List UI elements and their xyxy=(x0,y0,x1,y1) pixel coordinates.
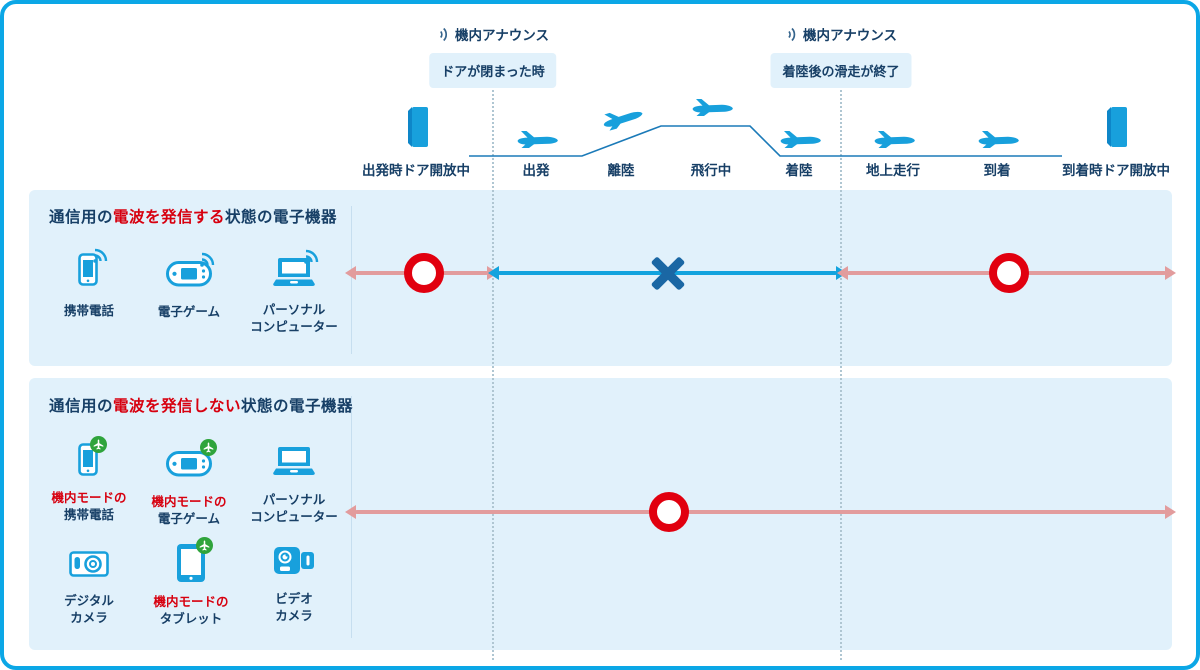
wifi-waves-icon xyxy=(92,246,110,264)
announcement-note: 着陸後の滑走が終了 xyxy=(770,53,912,88)
door-open-icon xyxy=(402,104,432,150)
announcement-title: 機内アナウンス xyxy=(455,28,549,43)
airplane-mode-badge-icon xyxy=(196,537,213,554)
game-airplane-mode-icon xyxy=(166,439,217,477)
tablet-airplane-mode-icon xyxy=(176,537,213,583)
plane-icon xyxy=(513,128,559,150)
device-personal-computer: パーソナル コンピューター xyxy=(234,445,354,526)
video-camera-icon xyxy=(273,546,315,576)
panel-transmitting-devices xyxy=(29,190,1172,366)
announcement-taxi-finished: 機内アナウンス 着陸後の滑走が終了 xyxy=(770,24,912,88)
section-title-transmitting: 通信用の電波を発信する状態の電子機器 xyxy=(49,209,338,226)
wifi-waves-icon xyxy=(303,247,321,265)
digital-camera-icon xyxy=(69,548,109,578)
laptop-icon xyxy=(273,445,315,476)
laptop-wifi-icon xyxy=(273,249,319,287)
allowed-circle-mark xyxy=(404,253,444,293)
smartphone-wifi-icon xyxy=(78,248,108,288)
plane-icon xyxy=(776,128,822,150)
arrow-entire-flight xyxy=(345,505,1176,519)
panel-non-transmitting-devices xyxy=(29,378,1172,650)
device-electronic-game: 電子ゲーム xyxy=(129,252,249,321)
speaker-icon xyxy=(437,26,450,43)
announcement-door-closed: 機内アナウンス ドアが閉まった時 xyxy=(429,24,557,88)
device-airplane-mode-phone: 機内モードの 携帯電話 xyxy=(29,436,149,524)
plane-cruise-icon xyxy=(688,96,734,118)
wifi-waves-icon xyxy=(199,250,217,268)
device-airplane-mode-tablet: 機内モードの タブレット xyxy=(131,537,251,628)
airplane-mode-badge-icon xyxy=(90,436,107,453)
phase-label-departure: 出発 xyxy=(522,163,550,178)
plane-icon xyxy=(974,128,1020,150)
allowed-circle-mark xyxy=(649,492,689,532)
phase-label-in-flight: 飛行中 xyxy=(690,163,732,178)
allowed-circle-mark xyxy=(989,253,1029,293)
speaker-icon xyxy=(785,26,798,43)
phase-label-takeoff: 離陸 xyxy=(607,163,635,178)
phase-label-arrival: 到着 xyxy=(983,163,1011,178)
dotted-line-door-closed xyxy=(492,90,494,660)
phase-label-arrival-door-open: 到着時ドア開放中 xyxy=(1062,163,1170,178)
device-airplane-mode-game: 機内モードの 電子ゲーム xyxy=(129,439,249,528)
section-title-non-transmitting: 通信用の電波を発信しない状態の電子機器 xyxy=(49,398,354,415)
device-digital-camera: デジタル カメラ xyxy=(29,548,149,627)
airplane-mode-badge-icon xyxy=(200,439,217,456)
phase-label-departure-door-open: 出発時ドア開放中 xyxy=(362,163,470,178)
panel1-divider xyxy=(351,206,352,354)
phase-label-taxiing: 地上走行 xyxy=(866,163,920,178)
prohibited-cross-mark xyxy=(649,254,687,292)
plane-icon xyxy=(870,128,916,150)
door-open-icon xyxy=(1101,104,1131,150)
announcement-note: ドアが閉まった時 xyxy=(429,53,557,88)
dotted-line-taxi-finished xyxy=(840,90,842,660)
device-mobile-phone: 携帯電話 xyxy=(29,248,149,320)
game-wifi-icon xyxy=(166,252,215,287)
smartphone-airplane-mode-icon xyxy=(78,436,107,477)
flight-profile-line xyxy=(469,125,1062,157)
announcement-title: 機内アナウンス xyxy=(803,28,897,43)
phase-label-landing: 着陸 xyxy=(785,163,813,178)
plane-ascending-icon xyxy=(596,101,646,135)
device-personal-computer: パーソナル コンピューター xyxy=(234,249,354,336)
device-video-camera: ビデオ カメラ xyxy=(234,546,354,625)
